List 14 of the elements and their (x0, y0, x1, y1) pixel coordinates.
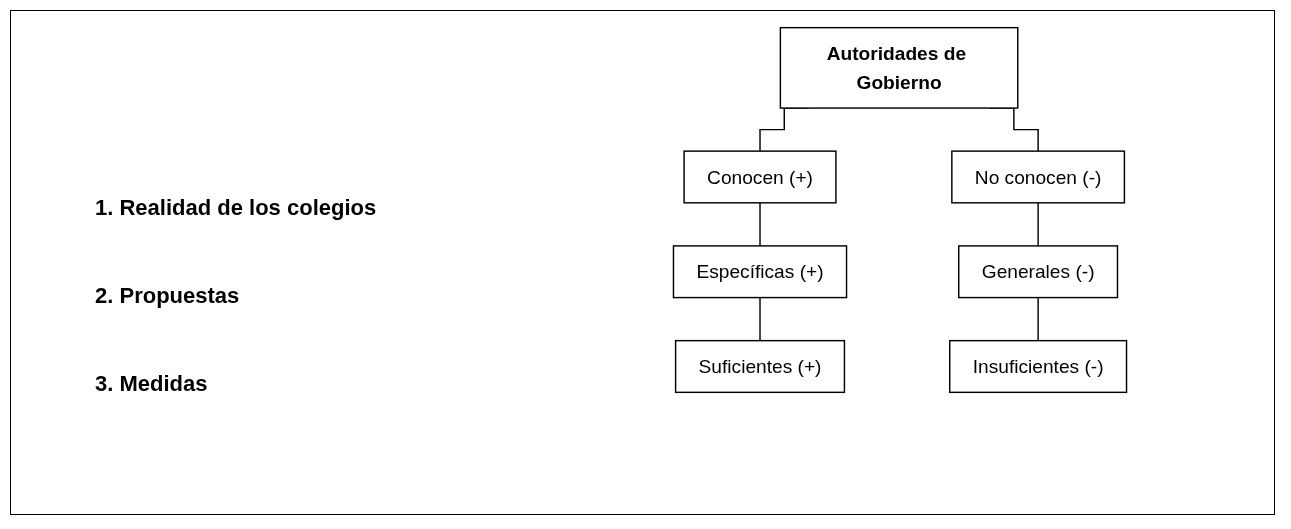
node-box: Autoridades de Gobierno (779, 26, 1019, 109)
connector (1037, 296, 1039, 342)
node-box: Específicas (+) (672, 245, 848, 299)
connector (759, 202, 761, 247)
row-heading: 2. Propuestas (95, 283, 241, 309)
node-box: Generales (-) (958, 245, 1119, 299)
node-box: Suficientes (+) (674, 339, 846, 394)
connector (1037, 202, 1039, 247)
row-heading: 1. Realidad de los colegios (95, 195, 378, 221)
connector (759, 296, 761, 342)
node-box: Insuficientes (-) (949, 339, 1128, 394)
node-box: Conocen (+) (683, 150, 837, 204)
row-heading: 3. Medidas (95, 371, 209, 397)
node-box: No conocen (-) (951, 150, 1126, 204)
